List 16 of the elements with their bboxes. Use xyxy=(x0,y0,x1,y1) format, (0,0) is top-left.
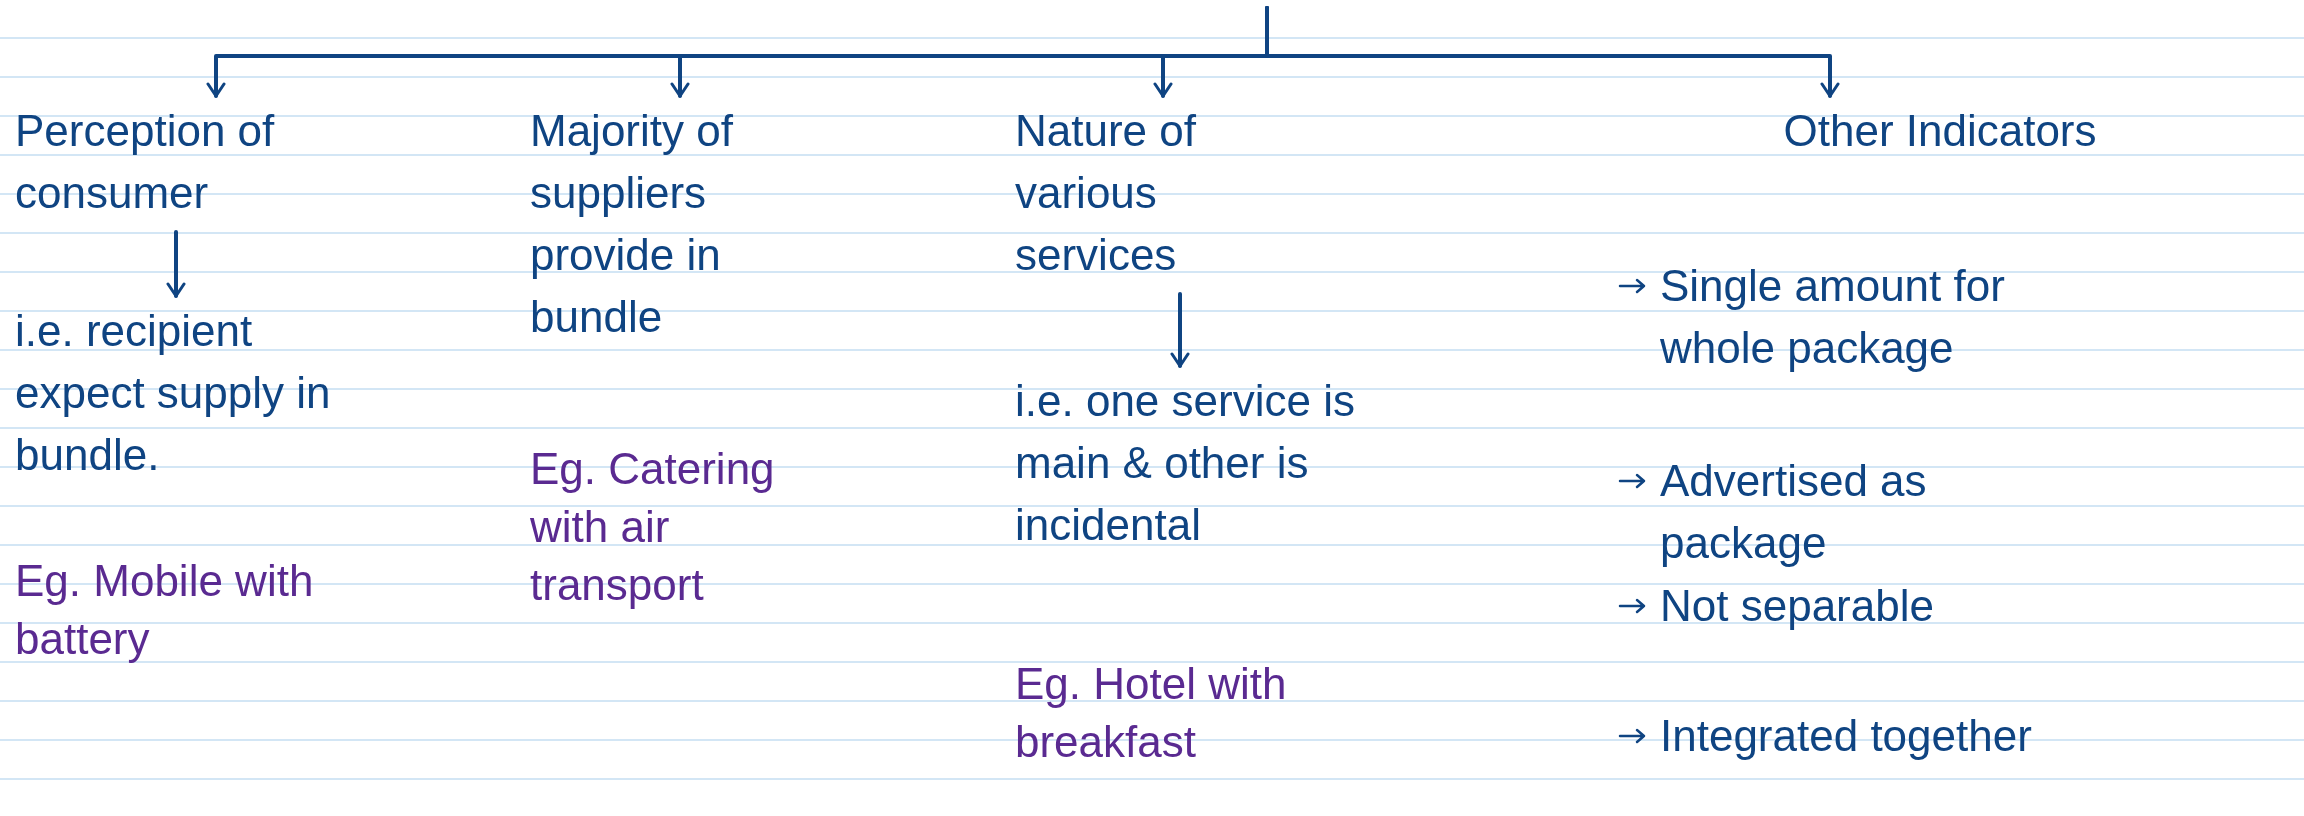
arrow xyxy=(1265,6,1840,98)
note-text: Majority of suppliers provide in bundle xyxy=(530,100,830,348)
note-text: i.e. recipient expect supply in bundle. xyxy=(15,300,345,486)
note-text: Nature of various services xyxy=(1015,100,1255,286)
indicator-text: Single amount for whole package xyxy=(1660,260,2006,374)
note-text: Perception of consumer xyxy=(15,100,315,224)
arrow xyxy=(1170,292,1190,368)
note-text: i.e. one service is main & other is incidental xyxy=(1015,370,1395,556)
example-text: Eg. Mobile with battery xyxy=(15,555,315,665)
example-text: Eg. Hotel with breakfast xyxy=(1015,658,1288,768)
arrow xyxy=(166,230,186,298)
indicator-text: Not separable xyxy=(1660,580,1935,632)
note-text: Other Indicators xyxy=(1620,100,2260,162)
indicator-text: Integrated together xyxy=(1660,710,2033,762)
example-text: Eg. Catering with air transport xyxy=(530,443,776,611)
indicator-text: Advertised as package xyxy=(1660,455,1928,569)
